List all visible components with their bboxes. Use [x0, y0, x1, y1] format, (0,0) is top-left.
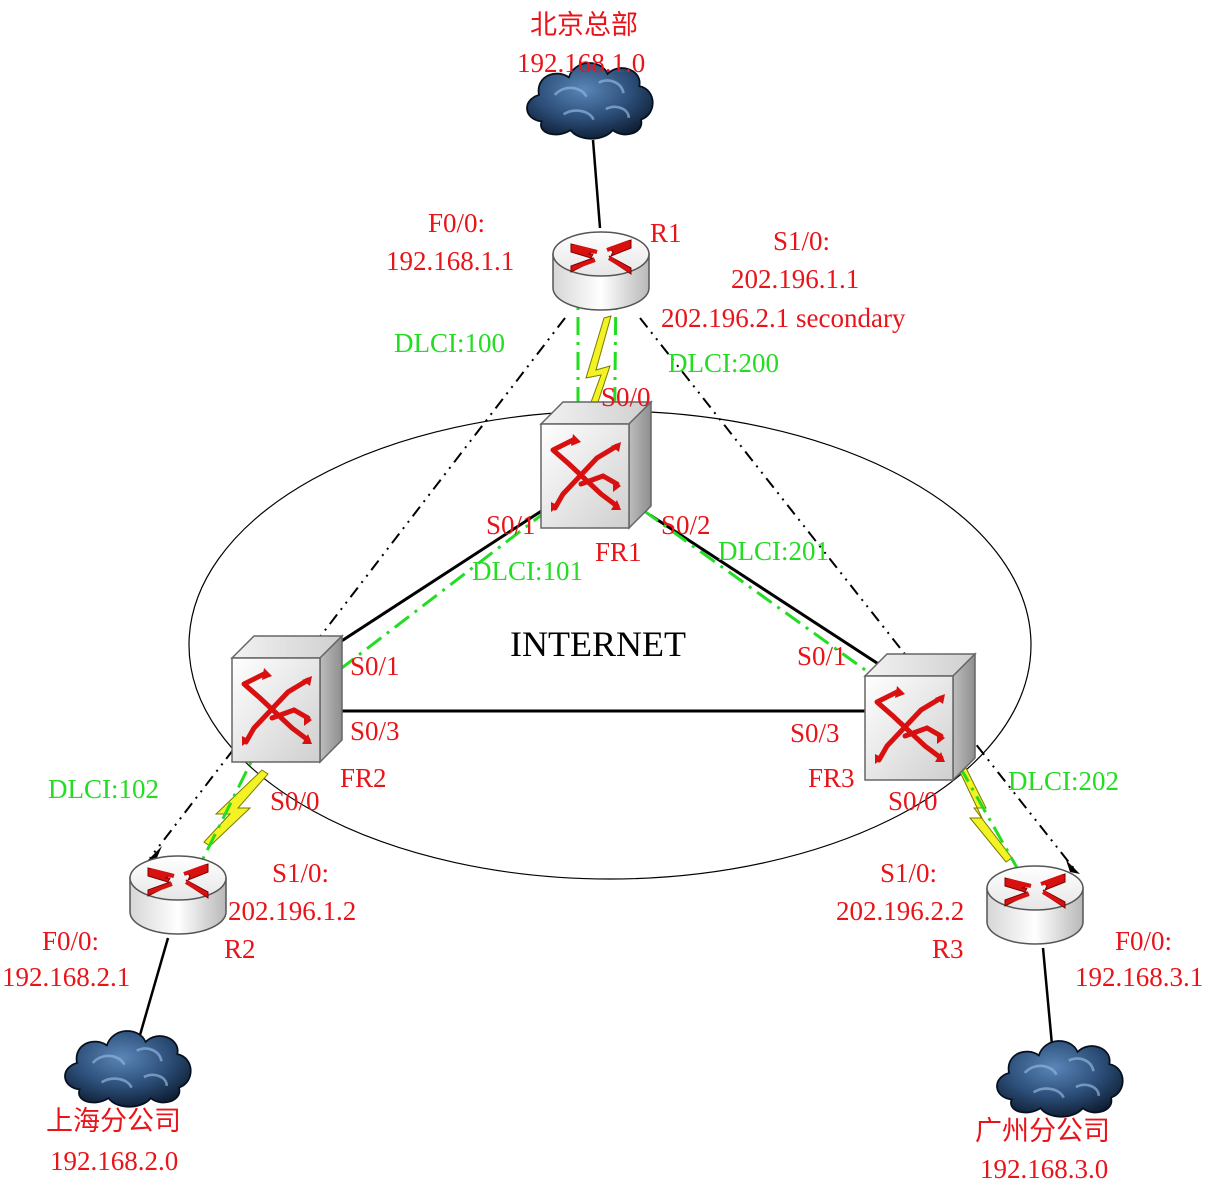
guangzhou-site-network: 192.168.3.0 — [980, 1154, 1108, 1184]
serial-link-bolt-icon — [959, 767, 1013, 863]
fr1-switch-icon[interactable] — [541, 402, 651, 528]
dlci-101-label: DLCI:101 — [472, 556, 583, 586]
r3-s1-label: S1/0: — [880, 858, 937, 888]
guangzhou-site-name: 广州分公司 — [975, 1116, 1110, 1146]
guangzhou-cloud-icon — [995, 1039, 1125, 1119]
pvc-r1-r2 — [149, 317, 566, 859]
r2-router-icon[interactable] — [128, 854, 228, 936]
r2-name: R2 — [224, 934, 256, 964]
dlci-102-label: DLCI:102 — [48, 774, 159, 804]
r1-name: R1 — [650, 218, 682, 248]
shanghai-site-network: 192.168.2.0 — [50, 1146, 178, 1176]
fr3-s00-label: S0/0 — [888, 786, 938, 816]
fr3-switch-icon[interactable] — [865, 654, 975, 780]
dlci-201-label: DLCI:201 — [718, 536, 829, 566]
r3-router-icon[interactable] — [985, 864, 1085, 946]
shanghai-lan-link — [138, 937, 170, 1036]
pvc-arrowhead — [1066, 860, 1080, 874]
beijing-site-name: 北京总部 — [530, 10, 638, 40]
fr1-fr3-link — [649, 513, 881, 667]
fr1-s01-label: S0/1 — [486, 510, 536, 540]
pvc-arrowhead — [146, 846, 162, 862]
r2-s1-ip: 202.196.1.2 — [228, 896, 356, 926]
r1-router-icon[interactable] — [551, 230, 651, 312]
fr3-s03-label: S0/3 — [790, 718, 840, 748]
fr1-name: FR1 — [595, 537, 642, 567]
fr3-name: FR3 — [808, 763, 855, 793]
r1-f0-ip: 192.168.1.1 — [386, 246, 514, 276]
fr3-s01-label: S0/1 — [797, 641, 847, 671]
beijing-site-network: 192.168.1.0 — [517, 48, 645, 78]
dlci-200-label: DLCI:200 — [668, 348, 779, 378]
fr1-s02-label: S0/2 — [661, 510, 711, 540]
r2-f0-ip: 192.168.2.1 — [2, 962, 130, 992]
r1-s1-ip-secondary: 202.196.2.1 secondary — [661, 303, 906, 333]
fr2-switch-icon[interactable] — [232, 636, 342, 762]
fr2-s01-label: S0/1 — [350, 651, 400, 681]
fr1-fr2-link — [319, 508, 544, 657]
r3-s1-ip: 202.196.2.2 — [836, 896, 964, 926]
dlci-100-label: DLCI:100 — [394, 328, 505, 358]
r1-s1-label: S1/0: — [773, 226, 830, 256]
fr2-name: FR2 — [340, 763, 387, 793]
r3-f0-label: F0/0: — [1115, 926, 1172, 956]
fr2-s03-label: S0/3 — [350, 716, 400, 746]
pvc-r1-r3 — [639, 317, 1076, 871]
guangzhou-lan-link — [1041, 947, 1054, 1046]
r2-f0-label: F0/0: — [42, 926, 99, 956]
r3-f0-ip: 192.168.3.1 — [1075, 962, 1203, 992]
r2-s1-label: S1/0: — [272, 858, 329, 888]
beijing-lan-link — [591, 139, 602, 229]
fr1-s00-label: S0/0 — [601, 382, 651, 412]
shanghai-site-name: 上海分公司 — [46, 1106, 181, 1136]
r1-f0-label: F0/0: — [428, 208, 485, 238]
dlci-202-label: DLCI:202 — [1008, 766, 1119, 796]
r3-name: R3 — [932, 934, 964, 964]
internet-label: INTERNET — [510, 624, 686, 664]
shanghai-cloud-icon — [63, 1029, 193, 1109]
r1-s1-ip: 202.196.1.1 — [731, 264, 859, 294]
fr2-s00-label: S0/0 — [270, 786, 320, 816]
